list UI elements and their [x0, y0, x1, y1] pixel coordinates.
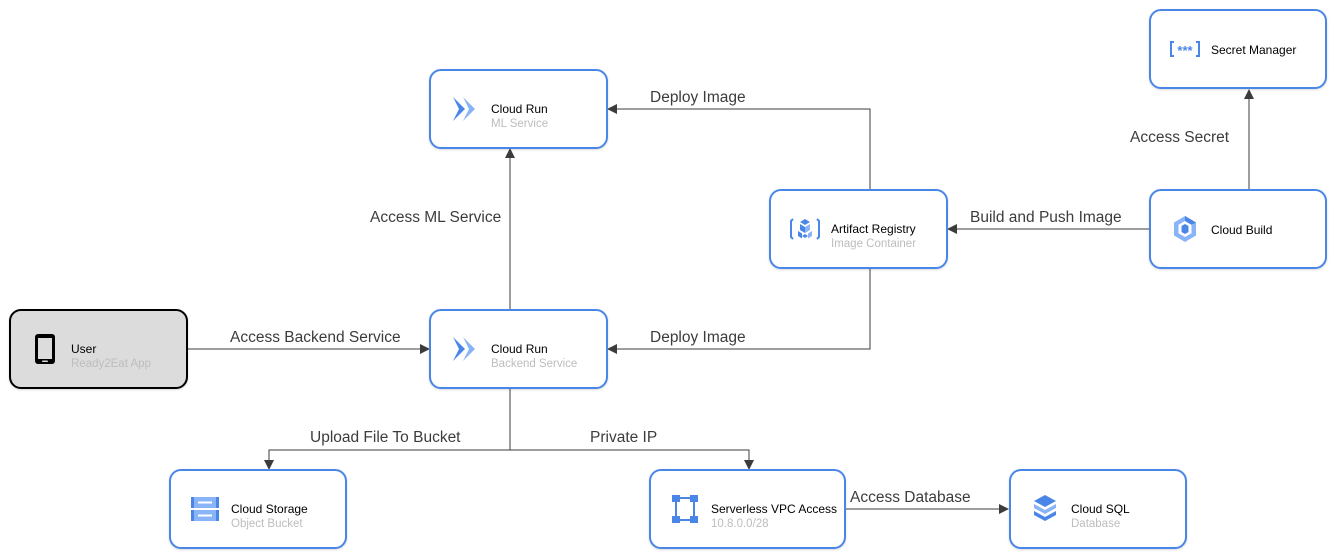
node-cloud-storage[interactable]: Cloud Storage Object Bucket	[169, 469, 347, 549]
node-cloud-run-ml[interactable]: Cloud Run ML Service	[429, 69, 608, 149]
cloud-run-icon	[453, 97, 475, 121]
edge-label-access-db: Access Database	[849, 489, 972, 507]
node-subtitle: Ready2Eat App	[71, 358, 151, 370]
cloud-run-icon	[453, 337, 475, 361]
node-title: Cloud Storage	[231, 502, 308, 516]
node-title: User	[71, 342, 97, 356]
node-title: Serverless VPC Access	[711, 502, 838, 516]
svg-text:***: ***	[1177, 43, 1193, 58]
edge-label-private-ip: Private IP	[589, 429, 659, 447]
node-cloud-build[interactable]: Cloud Build	[1149, 189, 1327, 269]
node-serverless-vpc-access[interactable]: Serverless VPC Access 10.8.0.0/28	[649, 469, 846, 549]
edge-label-access-ml: Access ML Service	[369, 209, 503, 227]
edge-label-deploy-backend: Deploy Image	[649, 329, 747, 347]
node-secret-manager[interactable]: *** Secret Manager	[1149, 9, 1327, 89]
node-title: Cloud Build	[1211, 223, 1273, 237]
node-title: Cloud Run	[491, 342, 548, 356]
artifact-registry-icon	[790, 218, 820, 240]
node-cloud-run-backend[interactable]: Cloud Run Backend Service	[429, 309, 608, 389]
cloud-sql-icon	[1034, 495, 1056, 521]
node-subtitle: ML Service	[491, 118, 549, 130]
edge-label-build-push: Build and Push Image	[969, 209, 1123, 227]
edge-label-access-secret: Access Secret	[1129, 129, 1231, 147]
cloud-build-icon	[1174, 216, 1196, 242]
node-title: Cloud Run	[491, 102, 548, 116]
node-title: Cloud SQL	[1071, 502, 1130, 516]
node-subtitle: Image Container	[831, 238, 917, 250]
node-cloud-sql[interactable]: Cloud SQL Database	[1009, 469, 1187, 549]
edge-label-upload: Upload File To Bucket	[309, 429, 462, 447]
node-artifact-registry[interactable]: Artifact Registry Image Container	[769, 189, 948, 269]
edge-label-deploy-ml: Deploy Image	[649, 89, 747, 107]
cloud-storage-icon	[191, 497, 219, 521]
node-title: Secret Manager	[1211, 43, 1297, 57]
node-subtitle: Object Bucket	[231, 518, 303, 530]
edge-private-ip	[510, 449, 754, 470]
smartphone-icon	[35, 334, 55, 364]
edge-upload	[264, 389, 511, 470]
node-subtitle: 10.8.0.0/28	[711, 518, 769, 530]
node-subtitle: Database	[1071, 518, 1121, 530]
edge-label-access-backend: Access Backend Service	[229, 329, 402, 347]
vpc-access-icon	[672, 495, 698, 523]
edge-deploy-backend	[607, 269, 871, 354]
node-user[interactable]: User Ready2Eat App	[9, 309, 188, 389]
node-title: Artifact Registry	[831, 222, 916, 236]
secret-manager-icon: ***	[1170, 41, 1200, 58]
node-subtitle: Backend Service	[491, 358, 578, 370]
edge-deploy-ml	[607, 104, 871, 189]
